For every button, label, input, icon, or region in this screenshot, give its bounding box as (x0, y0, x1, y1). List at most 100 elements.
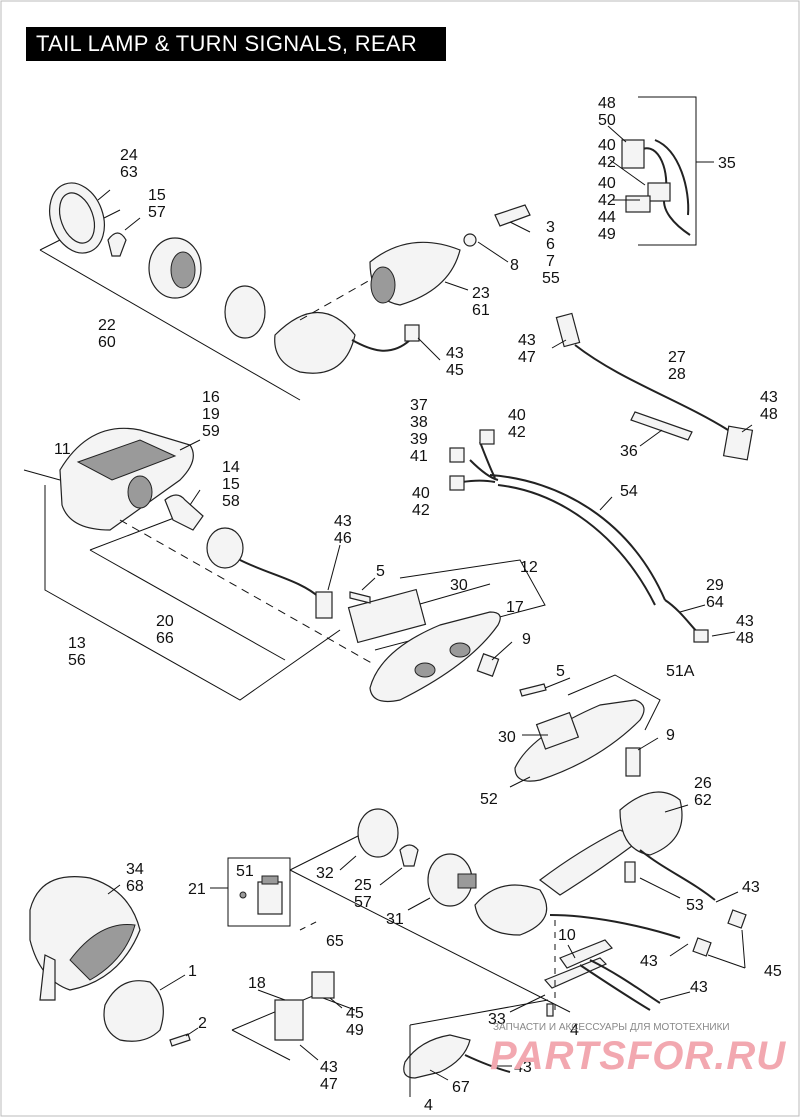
callout-label-c36: 30 (498, 729, 516, 746)
module-shape (274, 999, 304, 1041)
lamp-socket-1 (103, 974, 199, 1047)
harness-27-28 (551, 312, 754, 461)
lamp-base-12 (347, 559, 546, 703)
callout-label-c38: 52 (480, 791, 498, 808)
callout-label-c53: 2 (198, 1015, 207, 1032)
connector-shape (722, 425, 754, 461)
diagram-title: TAIL LAMP & TURN SIGNALS, REAR (26, 27, 446, 61)
lamp-base-51A (509, 674, 661, 788)
callout-label-c5: 35 (718, 155, 736, 172)
connector-shape (621, 139, 645, 169)
connector-shape (625, 195, 651, 213)
callout-label-c60: 67 (452, 1079, 470, 1096)
callout-label-c49: 10 (558, 927, 576, 944)
callout-label-c48: 53 (686, 897, 704, 914)
connector-shape (555, 312, 581, 348)
base-plate-shape (369, 611, 501, 703)
socket-cover-shape (103, 980, 164, 1042)
callout-label-c43: 32 (316, 865, 334, 882)
screw-shape (546, 1003, 554, 1017)
connector-shape (315, 591, 333, 619)
led-strip-shape (403, 1034, 471, 1079)
callout-label-c51: 45 (764, 963, 782, 980)
callout-label-c16: 36 (620, 443, 638, 460)
callout-label-c50: 43 (640, 953, 658, 970)
screw-shape (169, 1033, 191, 1047)
callout-label-c23: 54 (620, 483, 638, 500)
bracket-shape (559, 939, 613, 969)
lamp-housing-shape (274, 312, 356, 374)
callout-label-c27: 12 (520, 559, 538, 576)
strip-shape (630, 411, 693, 441)
watermark-logo: PARTSFOR.RU (490, 1034, 787, 1078)
harness-connectors-group (607, 96, 714, 246)
lamp-housing-shape (474, 884, 548, 936)
connector-shape (692, 937, 712, 957)
rear-lamp-34 (29, 876, 141, 1001)
connector-shape (727, 909, 747, 929)
callout-label-c28: 17 (506, 599, 524, 616)
callout-label-c18: 11 (54, 441, 71, 458)
connector-shape (479, 429, 495, 445)
callout-label-c34: 5 (556, 663, 565, 680)
mounting-bracket-group (403, 920, 691, 1097)
callout-label-c33: 9 (522, 631, 531, 648)
tail-socket-shape (206, 527, 244, 569)
screw-shape (349, 591, 371, 604)
callout-label-c59: 4 (570, 1022, 579, 1039)
bulb-shape (107, 232, 127, 257)
lamp-housing-shape (619, 791, 683, 856)
module-21-box (210, 857, 291, 927)
harness-54 (449, 429, 736, 643)
led-module-shape (535, 711, 580, 750)
tail-bulb-shape (164, 494, 204, 531)
connector-shape (449, 447, 465, 463)
callout-label-c58: 33 (488, 1011, 506, 1028)
callout-label-c45: 31 (386, 911, 404, 928)
callout-label-c26: 30 (450, 577, 468, 594)
base-plate-shape (514, 699, 645, 782)
washer-shape (463, 233, 477, 247)
connector-shape (449, 475, 465, 491)
lens-shape (357, 808, 399, 858)
turn-signal-assembly-bottom (289, 791, 747, 1013)
callout-label-c9: 8 (510, 257, 519, 274)
callout-label-c46: 65 (326, 933, 344, 950)
connector-shape (311, 971, 335, 999)
callout-label-c57: 43 (690, 979, 708, 996)
screw-shape (624, 861, 636, 883)
tail-lamp-assembly (23, 427, 376, 701)
callout-label-c61: 43 (514, 1059, 532, 1076)
callout-label-c54: 18 (248, 975, 266, 992)
connector-shape (693, 629, 709, 643)
gasket-shape (224, 285, 266, 339)
connector-shape (647, 182, 671, 202)
